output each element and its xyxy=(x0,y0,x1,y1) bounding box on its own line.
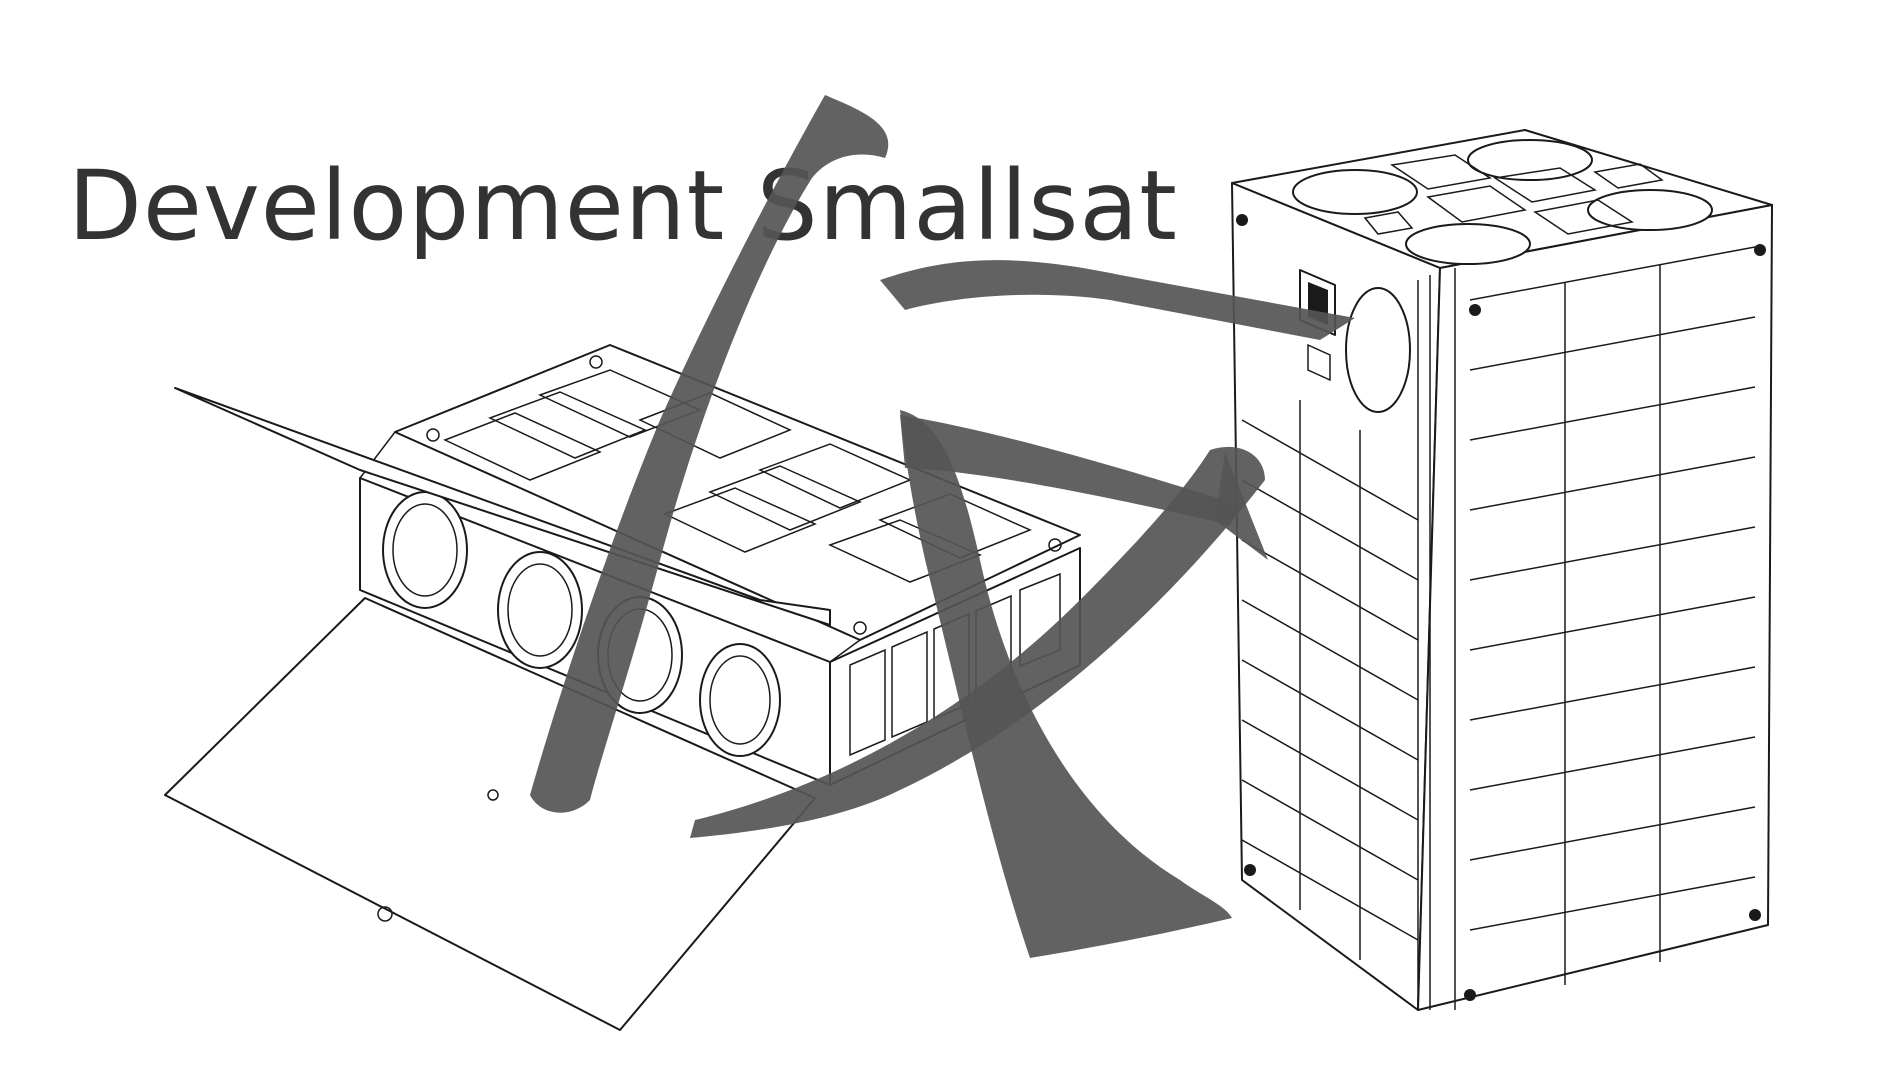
brush-stroke xyxy=(530,95,889,813)
brush-stroke xyxy=(1215,452,1268,560)
top-face-ports xyxy=(1292,139,1713,265)
kanji-brush-glyph-icon xyxy=(530,95,1355,958)
brush-stroke xyxy=(880,260,1355,340)
front-face-solar-cells xyxy=(1469,246,1756,985)
page-title: Development Smallsat xyxy=(68,150,1178,262)
stowed-smallsat-illustration xyxy=(1231,129,1773,1011)
deployed-solar-panel-lower xyxy=(164,597,816,1031)
deployed-solar-panel-upper xyxy=(174,387,831,626)
fasteners xyxy=(1236,214,1766,1001)
brush-stroke xyxy=(900,415,1240,525)
side-face-solar-cells xyxy=(1241,400,1419,960)
brush-stroke xyxy=(690,446,1265,838)
